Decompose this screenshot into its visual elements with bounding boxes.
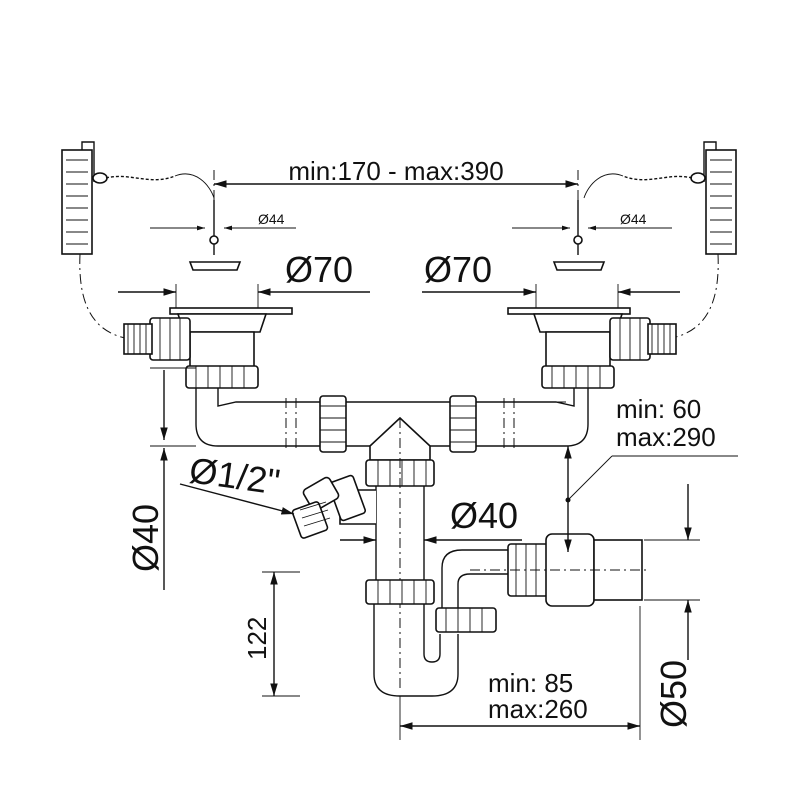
stopper-left-dimension: Ø44 (258, 211, 285, 227)
appliance-inlet (291, 474, 376, 539)
trap-assembly (365, 533, 650, 697)
right-overflow-body (705, 149, 737, 255)
right-strainer-body (507, 307, 677, 389)
height-range-label-1: min: 60 (616, 394, 701, 424)
left-overflow-tube (79, 253, 126, 339)
span-dimension-label: min:170 - max:390 (288, 156, 503, 186)
pipe-40-vertical-dimension: Ø40 (125, 504, 166, 572)
left-pipe-nut (319, 395, 347, 453)
stopper-right-dimension: Ø44 (620, 211, 647, 227)
outlet-right-dimension: Ø70 (424, 249, 492, 290)
offset-range-label-2: max:260 (488, 694, 588, 724)
left-strainer-nut (185, 365, 259, 389)
right-overflow-tube (671, 253, 719, 339)
trap-height-dimension: 122 (242, 617, 272, 660)
outlet-left-dimension: Ø70 (285, 249, 353, 290)
pipe-40-horizontal-dimension: Ø40 (450, 495, 518, 536)
left-overflow-assembly (61, 141, 215, 339)
central-tee (365, 416, 435, 690)
left-stopper (188, 200, 242, 271)
right-pipe-nut (449, 395, 477, 453)
right-overflow-assembly (583, 141, 737, 339)
horizontal-connecting-pipe (195, 388, 589, 453)
trap-lower-nut (435, 607, 497, 633)
appliance-inlet-dimension: Ø1/2" (187, 449, 283, 502)
trap-upper-nut (365, 579, 435, 605)
left-overflow-body (61, 149, 93, 255)
right-strainer-nut (541, 365, 615, 389)
offset-range-label-1: min: 85 (488, 668, 573, 698)
outlet-50-dimension: Ø50 (653, 660, 694, 728)
height-range-label-2: max:290 (616, 422, 716, 452)
right-stopper (552, 200, 606, 271)
left-strainer-body (123, 307, 293, 389)
